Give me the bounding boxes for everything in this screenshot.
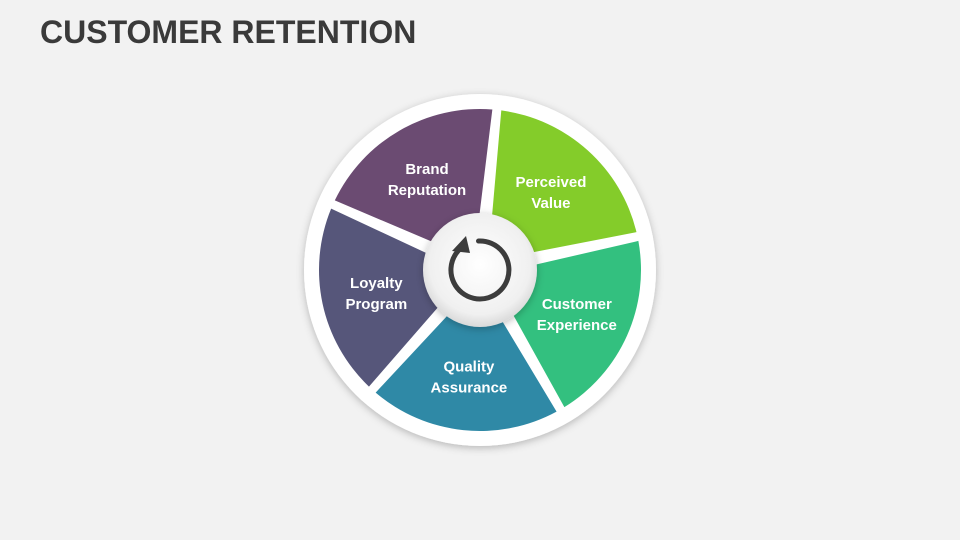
slide-title: CUSTOMER RETENTION xyxy=(40,14,417,50)
segment-group xyxy=(319,109,641,432)
segment-loyalty-program xyxy=(319,208,441,387)
center-hub xyxy=(423,213,537,327)
refresh-cycle-icon xyxy=(448,236,512,302)
segment-perceived-value xyxy=(491,110,637,254)
segment-brand-reputation xyxy=(334,109,493,244)
segment-customer-experience xyxy=(511,240,641,408)
segment-quality-assurance xyxy=(375,312,557,432)
